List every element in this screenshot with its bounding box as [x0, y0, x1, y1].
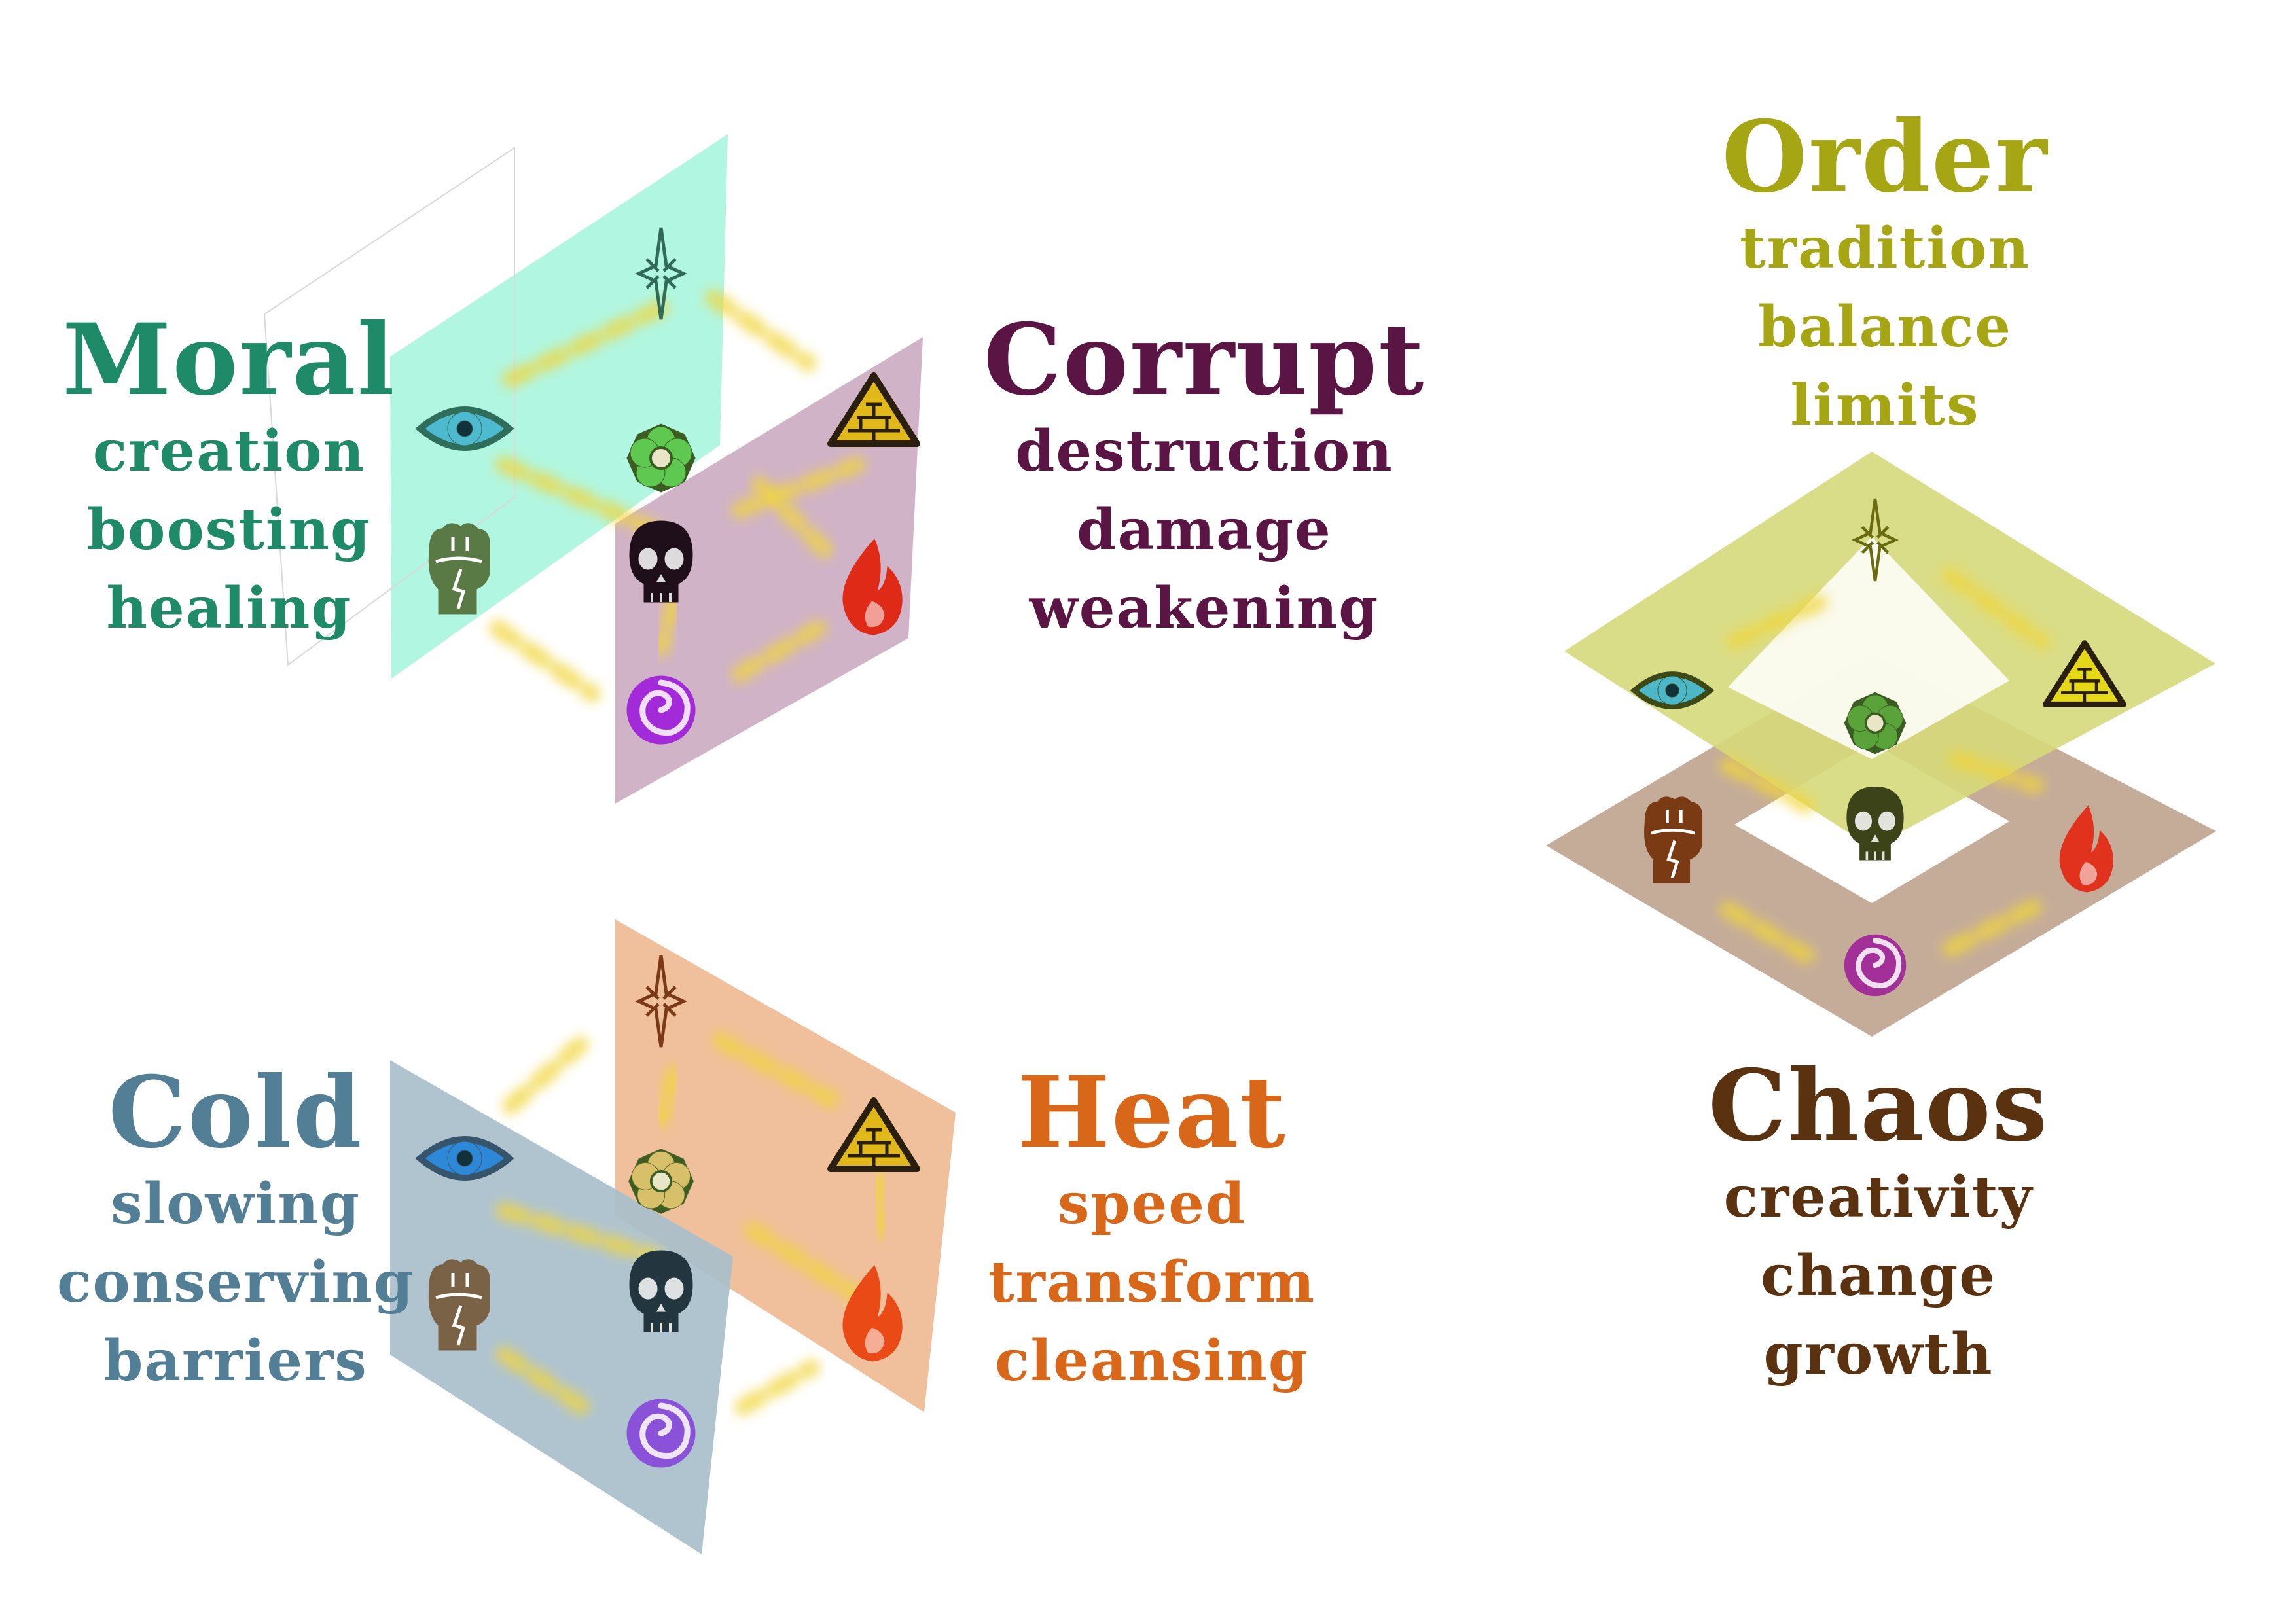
moral-line-1: creation	[92, 418, 366, 484]
spiral-icon	[1844, 935, 1906, 996]
corrupt-label: Corrupt destruction damage weakening	[962, 308, 1446, 648]
order-line-1: tradition	[1740, 215, 2030, 281]
order-glow-1	[1726, 594, 1828, 650]
spiral-icon	[627, 1399, 695, 1467]
chaos-line-3: growth	[1763, 1321, 1994, 1387]
chaos-title: Chaos	[1708, 1048, 2049, 1164]
chaos-glow-2	[1942, 895, 2051, 957]
corrupt-line-3: weakening	[1029, 575, 1380, 641]
heat-label: Heat speed transform cleansing	[949, 1060, 1355, 1400]
corrupt-glow-3	[751, 476, 833, 558]
cold-line-2: conserving	[57, 1249, 414, 1315]
moral-glow-1	[502, 299, 670, 388]
eye-icon	[420, 1139, 509, 1177]
order-glow-2	[1942, 567, 2051, 650]
cold-label: Cold slowing conserving barriers	[46, 1060, 425, 1400]
moral-glow-6	[653, 594, 683, 656]
chaos-line-1: creativity	[1723, 1164, 2034, 1230]
cold-glow-2	[495, 1202, 663, 1265]
eye-icon	[420, 410, 509, 448]
heat-glow-5	[734, 1359, 820, 1416]
chaos-line-2: change	[1761, 1243, 1996, 1309]
spiral-icon	[627, 676, 695, 744]
heat-line-2: transform	[988, 1249, 1316, 1315]
moral-glow-2	[705, 289, 817, 372]
heat-glow-6	[869, 1169, 892, 1239]
moral-label: Moral creation boosting healing	[39, 308, 419, 648]
moral-glow-4	[495, 456, 663, 539]
moral-line-3: healing	[106, 575, 352, 641]
chaos-label: Chaos creativity change growth	[1649, 1054, 2108, 1394]
order-line-3: limits	[1790, 372, 1980, 438]
order-title: Order	[1721, 99, 2049, 215]
cold-line-1: slowing	[111, 1171, 361, 1237]
corrupt-line-1: destruction	[1015, 418, 1393, 484]
order-label: Order tradition balance limits	[1676, 105, 2094, 445]
moral-line-2: boosting	[86, 497, 372, 563]
order-glow-3	[1719, 757, 1815, 813]
heat-glow-1	[502, 1026, 601, 1115]
heat-glow-2	[711, 1032, 840, 1108]
moral-plane-outline	[263, 147, 515, 666]
corrupt-glow-1	[731, 456, 866, 519]
chaos-glow-1	[1719, 901, 1815, 964]
eye-icon	[1634, 674, 1710, 706]
heat-line-3: cleansing	[995, 1328, 1309, 1394]
heat-glow-3	[653, 1065, 683, 1128]
heat-title: Heat	[1017, 1055, 1287, 1170]
heat-glow-4	[744, 1222, 866, 1304]
heat-line-1: speed	[1057, 1171, 1247, 1237]
corrupt-line-2: damage	[1077, 497, 1332, 563]
corrupt-plane	[615, 337, 923, 804]
order-glow-4	[1948, 751, 2044, 794]
moral-glow-5	[489, 620, 601, 702]
moral-title: Moral	[62, 302, 396, 418]
corrupt-title: Corrupt	[983, 302, 1426, 418]
cold-glow-1	[495, 1346, 601, 1422]
order-plane-hole	[1728, 537, 2009, 759]
corrupt-glow-2	[731, 620, 827, 683]
cold-line-3: barriers	[103, 1328, 368, 1394]
order-line-2: balance	[1758, 294, 2012, 360]
cold-title: Cold	[108, 1055, 363, 1170]
